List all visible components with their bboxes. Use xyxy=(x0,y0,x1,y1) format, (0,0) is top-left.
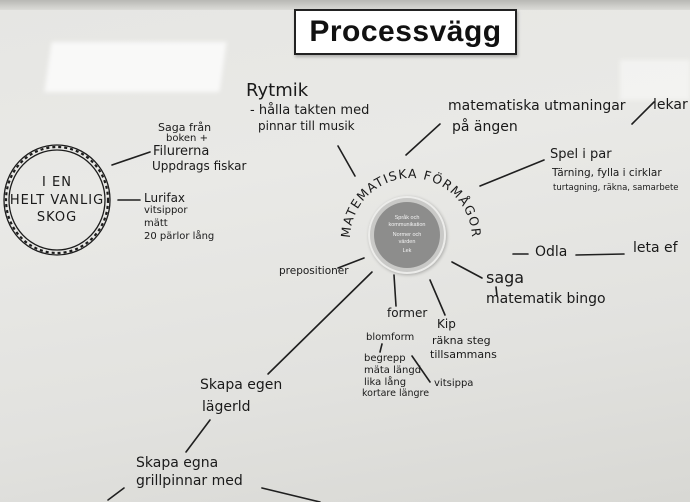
note-saga: saga xyxy=(486,268,525,287)
note-lagerld: lägerld xyxy=(202,399,251,415)
wreath-drawing xyxy=(3,144,111,256)
wreath-line: SKOG xyxy=(36,210,78,226)
line-to-lekar xyxy=(631,101,655,125)
note-odla: Odla xyxy=(535,244,568,260)
whiteboard-frame xyxy=(0,0,690,10)
line-to-spel xyxy=(479,159,545,187)
note-uppdrags: Uppdrags fiskar xyxy=(152,159,247,173)
wreath-line: I EN xyxy=(42,175,72,190)
line-to-prepositioner xyxy=(337,257,365,269)
wreath-text: I EN HELT VANLIG SKOG xyxy=(0,174,114,227)
note-parlor: 20 pärlor lång xyxy=(144,231,215,242)
note-pinnar: pinnar till musik xyxy=(258,119,355,133)
center-disc-label: Språk och kommunikation Normer och värde… xyxy=(374,202,440,268)
note-matt: mätt xyxy=(144,218,168,229)
line-to-former xyxy=(393,274,397,307)
note-former: former xyxy=(387,306,428,320)
wreath-line: HELT VANLIG xyxy=(9,192,105,208)
title-card: Processvägg xyxy=(294,9,517,55)
line-to-begrepp xyxy=(379,343,383,353)
line-to-rytmik xyxy=(337,145,356,177)
line-to-bingo xyxy=(495,286,498,297)
note-turtagning: turtagning, räkna, samarbete xyxy=(553,183,679,193)
note-blomform: blomform xyxy=(366,332,415,343)
line-to-saga xyxy=(451,261,483,279)
note-filurerna: Filurerna xyxy=(153,144,210,159)
disc-line: Lek xyxy=(402,247,412,254)
note-lekar: lekar xyxy=(653,97,688,113)
note-skapa-egna: Skapa egna xyxy=(136,455,219,471)
note-vitsippor: vitsippor xyxy=(144,205,188,216)
line-to-saga-fran xyxy=(111,151,151,166)
light-glare xyxy=(620,60,690,100)
page-title: Processvägg xyxy=(309,15,502,48)
note-halla: - hålla takten med xyxy=(250,103,370,118)
note-grillpinnar: grillpinnar med xyxy=(136,473,243,489)
disc-line: Språk och xyxy=(394,215,420,222)
note-lika-lang: lika lång xyxy=(364,377,407,388)
note-rakna-steg: räkna steg xyxy=(432,334,491,347)
line-to-vitsippa xyxy=(411,355,431,383)
disc-line: kommunikation xyxy=(388,222,426,229)
note-leta: leta ef xyxy=(633,240,678,256)
note-rytmik: Rytmik xyxy=(246,80,309,101)
note-lurifax: Lurifax xyxy=(144,191,186,205)
note-begrepp: begrepp xyxy=(364,353,406,364)
note-tillsammans: tillsammans xyxy=(430,348,497,361)
center-disc: Språk och kommunikation Normer och värde… xyxy=(368,196,446,274)
line-to-skapa-egen xyxy=(267,271,373,375)
note-boken: boken + xyxy=(166,133,208,144)
disc-line: värden xyxy=(398,238,416,245)
note-spel: Spel i par xyxy=(550,147,612,162)
note-matematik-bingo: matematik bingo xyxy=(486,291,606,307)
line-bottom-mid xyxy=(261,487,321,502)
disc-line: Normer och xyxy=(392,232,422,239)
note-pa-angen: på ängen xyxy=(452,119,518,135)
note-tarning: Tärning, fylla i cirklar xyxy=(552,167,662,179)
note-vitsippa: vitsippa xyxy=(434,378,474,389)
note-saga-fran: Saga från xyxy=(158,121,212,134)
note-kip: Kip xyxy=(437,317,456,331)
line-bottom-left xyxy=(107,487,125,501)
note-matematiska: matematiska utmaningar xyxy=(448,98,626,114)
line-to-kip xyxy=(429,279,446,316)
note-prepositioner: prepositioner xyxy=(279,265,349,277)
note-mata-langd: mäta längd xyxy=(364,365,422,376)
line-to-leta xyxy=(575,253,625,256)
note-skapa-egen: Skapa egen xyxy=(200,377,283,393)
note-kortare: kortare längre xyxy=(362,388,430,399)
line-to-utmaningar xyxy=(405,123,441,156)
line-to-skapa-egna xyxy=(185,419,211,453)
svg-text:MATEMATISKA FÖRMÅGOR: MATEMATISKA FÖRMÅGOR xyxy=(338,166,484,239)
arc-label: MATEMATISKA FÖRMÅGOR xyxy=(338,166,483,239)
